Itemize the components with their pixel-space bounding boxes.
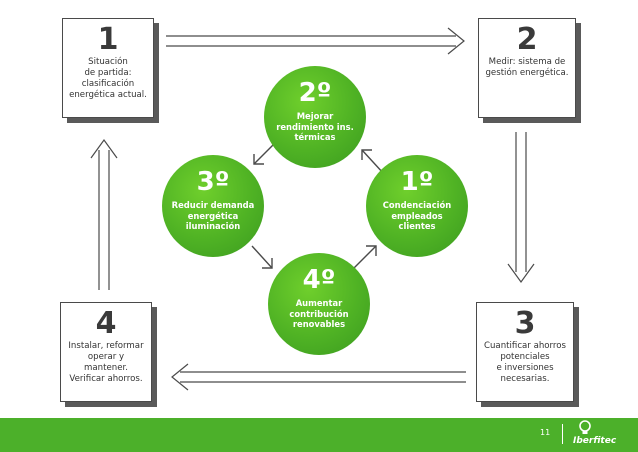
- circle-2: 2º Mejorar rendimiento ins. térmicas: [264, 66, 366, 168]
- circle-text: Reducir demanda energética iluminación: [171, 200, 255, 231]
- circle-ordinal: 2º: [298, 78, 332, 108]
- arrow-2-to-3: [507, 132, 535, 284]
- step-text: Medir: sistema de gestión energética.: [485, 57, 569, 78]
- footer-bar: [0, 418, 638, 452]
- step-text: Instalar, reformar operar y mantener. Ve…: [68, 341, 144, 384]
- arrow-3-to-4: [171, 363, 466, 391]
- footer-divider: [562, 424, 563, 444]
- arrow-c4-to-c1: [353, 245, 377, 269]
- step-box-4: 4 Instalar, reformar operar y mantener. …: [60, 302, 152, 402]
- circle-text: Mejorar rendimiento ins. térmicas: [276, 111, 354, 142]
- circle-4: 4º Aumentar contribución renovables: [268, 253, 370, 355]
- step-number: 2: [516, 22, 538, 57]
- step-box-1: 1 Situación de partida: clasificación en…: [62, 18, 154, 118]
- page-number: 11: [540, 428, 551, 437]
- circle-text: Aumentar contribución renovables: [289, 298, 349, 329]
- step-box-2: 2 Medir: sistema de gestión energética.: [478, 18, 576, 118]
- brand-logo: Iberfitec: [573, 436, 617, 446]
- circle-ordinal: 1º: [400, 167, 434, 197]
- step-number: 4: [95, 306, 117, 341]
- arrow-1-to-2: [166, 27, 465, 55]
- step-text: Situación de partida: clasificación ener…: [69, 57, 147, 100]
- arrow-4-to-1: [90, 138, 118, 290]
- step-box-3: 3 Cuantificar ahorros potenciales e inve…: [476, 302, 574, 402]
- step-number: 3: [514, 306, 536, 341]
- step-number: 1: [97, 22, 119, 57]
- step-text: Cuantificar ahorros potenciales e invers…: [483, 341, 567, 384]
- lightbulb-icon: [579, 420, 591, 434]
- circle-ordinal: 4º: [302, 265, 336, 295]
- circle-ordinal: 3º: [196, 167, 230, 197]
- circle-3: 3º Reducir demanda energética iluminació…: [162, 155, 264, 257]
- arrow-c3-to-c4: [251, 245, 273, 269]
- circle-text: Condenciación empleados clientes: [382, 200, 452, 231]
- circle-1: 1º Condenciación empleados clientes: [366, 155, 468, 257]
